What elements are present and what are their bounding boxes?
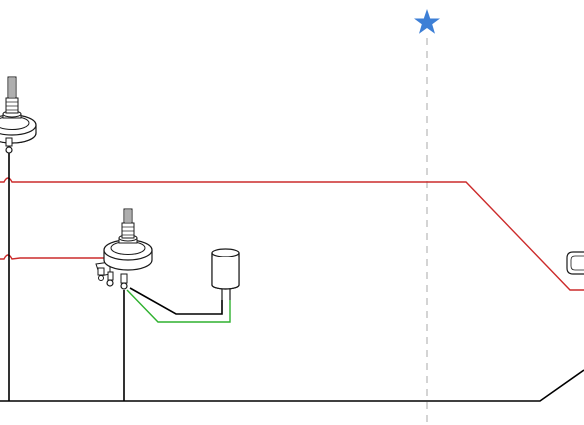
potentiometer-1 bbox=[0, 76, 37, 154]
potentiometer-2 bbox=[95, 208, 153, 290]
hot-wire-top bbox=[0, 177, 584, 291]
green-wire bbox=[126, 289, 231, 323]
star-icon bbox=[414, 9, 440, 34]
capacitor-1 bbox=[211, 248, 240, 300]
ground-wire bbox=[0, 150, 584, 402]
hot-wire-mid bbox=[0, 254, 108, 260]
cap-black-wire bbox=[129, 287, 223, 315]
jack-part bbox=[566, 251, 584, 275]
